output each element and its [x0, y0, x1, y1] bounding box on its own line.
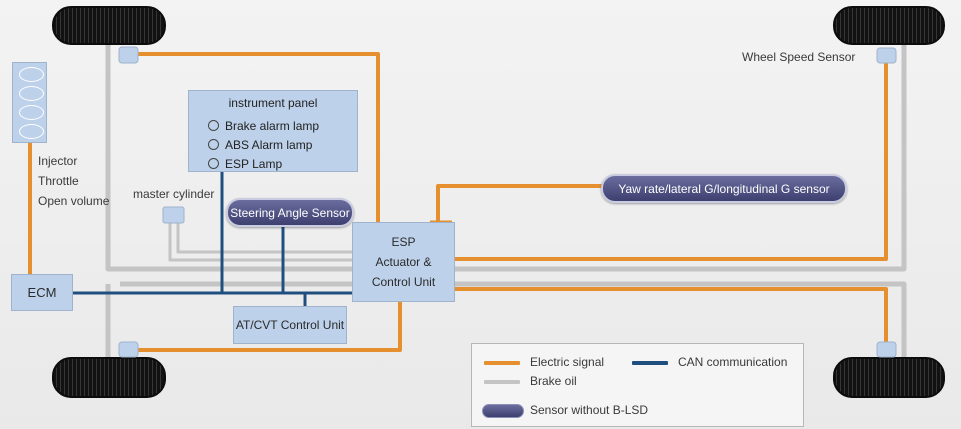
wss-front-left	[118, 46, 139, 64]
open-volume-label: Open volume	[38, 194, 110, 208]
legend: Electric signal CAN communication Brake …	[471, 343, 804, 427]
injector-icon	[19, 67, 44, 82]
tires	[52, 6, 945, 398]
brake-line-mc-1	[168, 222, 352, 262]
elec-front-right-wss	[455, 62, 888, 261]
master-cylinder-block	[162, 206, 185, 224]
wss-front-right	[876, 47, 897, 64]
legend-electric-label: Electric signal	[530, 355, 605, 369]
legend-can-swatch	[632, 361, 668, 365]
master-cylinder-label: master cylinder	[133, 187, 215, 201]
elec-rear-right-wss	[455, 287, 888, 343]
tire-front-left	[52, 6, 166, 45]
lamp-row-abs: ABS Alarm lamp	[189, 135, 357, 154]
wss-rear-left	[118, 341, 139, 358]
wss-rear-right	[876, 341, 897, 358]
lamp-label-esp: ESP Lamp	[225, 156, 283, 171]
lamp-label-abs: ABS Alarm lamp	[225, 137, 313, 152]
ecm-box: ECM	[11, 274, 73, 311]
wheel-speed-sensors	[118, 46, 897, 358]
injector-block	[12, 62, 47, 143]
legend-brake-swatch	[484, 380, 520, 384]
esp-label-line2: Actuator &	[375, 255, 432, 269]
injector-icon	[19, 105, 44, 120]
throttle-label: Throttle	[38, 174, 79, 188]
lamp-label-brake: Brake alarm lamp	[225, 118, 320, 133]
brake-line-front-left	[105, 36, 352, 272]
legend-sensor-swatch	[482, 404, 524, 418]
instrument-panel-box: instrument panel Brake alarm lamp ABS Al…	[188, 90, 358, 172]
tire-front-right	[833, 6, 945, 45]
brake-line-mc-2	[176, 222, 352, 254]
lamp-row-esp: ESP Lamp	[189, 154, 357, 173]
instrument-panel-title: instrument panel	[228, 96, 318, 110]
legend-can-label: CAN communication	[678, 355, 788, 369]
legend-sensor-label: Sensor without B-LSD	[530, 403, 649, 417]
injector-label: Injector	[38, 154, 78, 168]
tire-rear-right	[833, 357, 945, 398]
esp-control-unit-box: ESP Actuator & Control Unit	[352, 222, 455, 302]
elec-rear-left-wss	[138, 302, 402, 352]
wheel-speed-sensor-label: Wheel Speed Sensor	[742, 50, 856, 64]
elec-yaw-sensor	[436, 184, 604, 230]
can-lines	[72, 172, 352, 306]
injector-icon	[19, 124, 44, 139]
brake-oil-lines	[105, 36, 907, 382]
lamp-circle-icon	[208, 158, 219, 169]
elec-front-left-wss	[138, 52, 380, 224]
esp-label-line3: Control Unit	[371, 275, 436, 289]
at-cvt-control-unit-box: AT/CVT Control Unit	[233, 306, 347, 344]
lamp-circle-icon	[208, 120, 219, 131]
injector-icon	[19, 86, 44, 101]
yaw-rate-sensor-pill: Yaw rate/lateral G/longitudinal G sensor	[601, 174, 847, 203]
legend-electric-swatch	[484, 361, 520, 365]
steering-angle-sensor-pill: Steering Angle Sensor	[226, 198, 354, 227]
tire-rear-left	[52, 357, 166, 398]
lamp-row-brake: Brake alarm lamp	[189, 116, 357, 135]
brake-line-rear-right	[455, 281, 907, 382]
lamp-circle-icon	[208, 139, 219, 150]
brake-line-front-right	[455, 36, 907, 272]
esp-label-line1: ESP	[391, 235, 416, 249]
legend-brake-label: Brake oil	[530, 374, 577, 388]
